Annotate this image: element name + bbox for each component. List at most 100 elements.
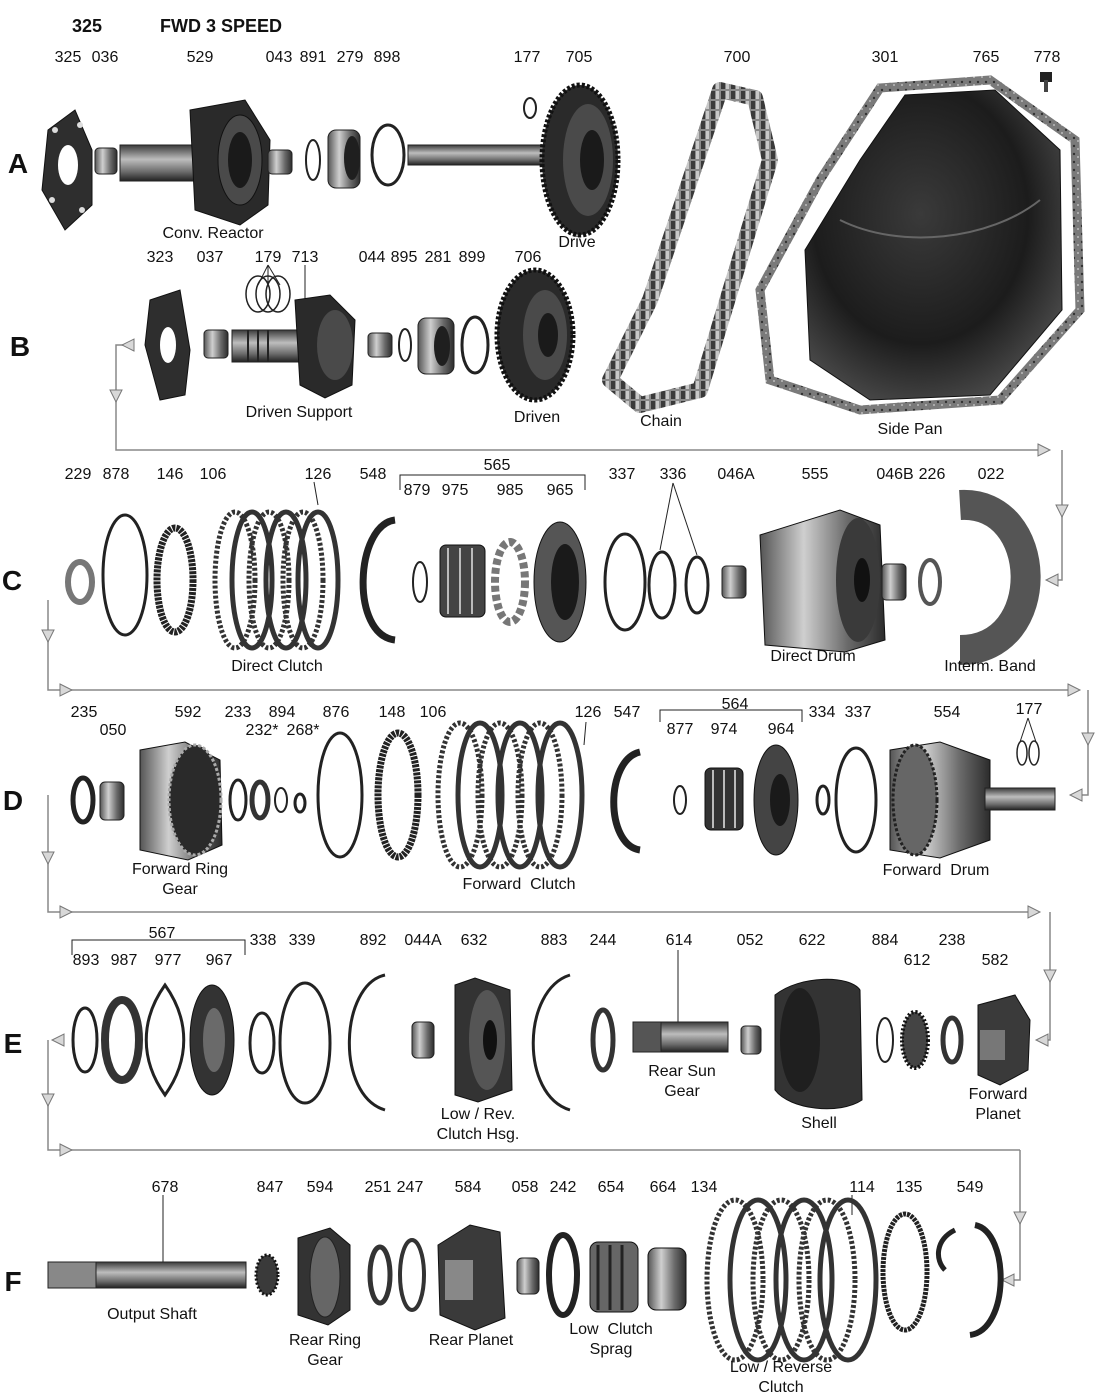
part-label: 126 [304, 466, 332, 483]
spring-975 [439, 544, 486, 618]
part-label: 977 [154, 952, 182, 969]
race-664 [647, 1247, 687, 1311]
caption-rear-sun-gear: Rear Sun Gear [648, 1063, 716, 1100]
side-pan-765 [804, 89, 1063, 401]
washer-232 [249, 779, 271, 821]
part-label: 242 [549, 1179, 577, 1196]
part-label: 975 [441, 482, 469, 499]
part-label: 965 [546, 482, 574, 499]
snap-ring-877 [673, 785, 687, 815]
part-label: 235 [70, 704, 98, 721]
part-label: 547 [613, 704, 641, 721]
part-label: 765 [972, 49, 1000, 66]
part-label: 177 [1015, 701, 1043, 718]
spring-977 [144, 982, 186, 1098]
part-label: 046B [876, 466, 914, 483]
plate-135 [880, 1211, 930, 1333]
part-label: 268* [286, 722, 320, 739]
bushing-050 [99, 781, 125, 821]
part-label: 323 [146, 249, 174, 266]
part-label: 044 [358, 249, 386, 266]
part-label: 654 [597, 1179, 625, 1196]
caption-conv-reactor: Conv. Reactor [162, 225, 264, 242]
part-label: 229 [64, 466, 92, 483]
plate-148 [374, 729, 422, 861]
group-label: 565 [483, 457, 511, 474]
washer-226 [918, 558, 942, 606]
part-label: 244 [589, 932, 617, 949]
ring-895 [398, 328, 412, 362]
caption-shell: Shell [801, 1115, 837, 1132]
part-label: 337 [608, 466, 636, 483]
part-label: 706 [514, 249, 542, 266]
part-label: 339 [288, 932, 316, 949]
part-label: 238 [938, 932, 966, 949]
snap-ring-876 [316, 731, 364, 859]
caption-forward-planet: Forward Planet [968, 1086, 1028, 1123]
direct-clutch-pack [212, 509, 341, 651]
part-label: 146 [156, 466, 184, 483]
caption-forward-clutch: Forward Clutch [462, 876, 576, 893]
part-label: 987 [110, 952, 138, 969]
caption-low-clutch-sprag: Low Clutch Sprag [569, 1321, 653, 1358]
part-label: 232* [245, 722, 279, 739]
seal-336 [684, 555, 710, 615]
caption-side-pan: Side Pan [877, 421, 943, 438]
part-label: 114 [849, 1179, 875, 1196]
part-label: 892 [359, 932, 387, 949]
row-letter-a: A [7, 148, 29, 179]
part-label: 678 [151, 1179, 179, 1196]
part-label: 899 [458, 249, 486, 266]
part-label: 554 [933, 704, 961, 721]
caption-rear-ring-gear: Rear Ring Gear [288, 1332, 362, 1369]
part-label: 877 [666, 721, 694, 738]
row-letter-b: B [9, 331, 31, 362]
part-label: 612 [903, 952, 931, 969]
part-label: 052 [736, 932, 764, 949]
flow-arrows [41, 338, 1095, 1287]
part-label: 338 [249, 932, 277, 949]
snap-ring-892 [347, 973, 386, 1112]
bushing-058 [516, 1257, 540, 1295]
part-label: 894 [268, 704, 296, 721]
row-letter-e: E [3, 1028, 23, 1059]
snap-ring-884 [876, 1017, 894, 1063]
part-label: 876 [322, 704, 350, 721]
part-label: 251 [364, 1179, 392, 1196]
interm-band-022 [958, 489, 1041, 665]
seal-987 [101, 996, 143, 1084]
part-label: 548 [359, 466, 387, 483]
snap-ring-898 [370, 123, 406, 187]
part-label: 700 [723, 49, 751, 66]
forward-clutch-pack [435, 720, 585, 870]
group-label: 567 [148, 925, 176, 942]
washer-251 [367, 1244, 393, 1306]
part-label: 179 [254, 249, 282, 266]
part-label: 974 [710, 721, 738, 738]
plate-146 [153, 524, 197, 636]
part-label: 964 [767, 721, 795, 738]
part-label: 279 [336, 49, 364, 66]
part-label: 985 [496, 482, 524, 499]
snap-ring-549 [969, 1222, 1004, 1338]
row-a-parts [41, 72, 1085, 415]
caption-forward-drum: Forward Drum [882, 862, 990, 879]
row-c-parts [65, 489, 1041, 665]
part-label: 622 [798, 932, 826, 949]
caption-low-rev-clutch-hsg: Low / Rev. Clutch Hsg. [436, 1106, 520, 1143]
part-label: 134 [690, 1179, 718, 1196]
gear-847 [254, 1253, 280, 1297]
part-label: 884 [871, 932, 899, 949]
caption-driven: Driven [513, 409, 561, 426]
caption-chain: Chain [640, 413, 682, 430]
part-label: 549 [956, 1179, 984, 1196]
part-label: 584 [454, 1179, 482, 1196]
part-label: 281 [424, 249, 452, 266]
row-b-parts [144, 267, 576, 403]
part-label: 148 [378, 704, 406, 721]
ring-891 [305, 139, 321, 181]
part-label: 226 [918, 466, 946, 483]
part-label: 713 [291, 249, 319, 266]
part-label: 336 [659, 466, 687, 483]
washer-233 [228, 778, 248, 822]
